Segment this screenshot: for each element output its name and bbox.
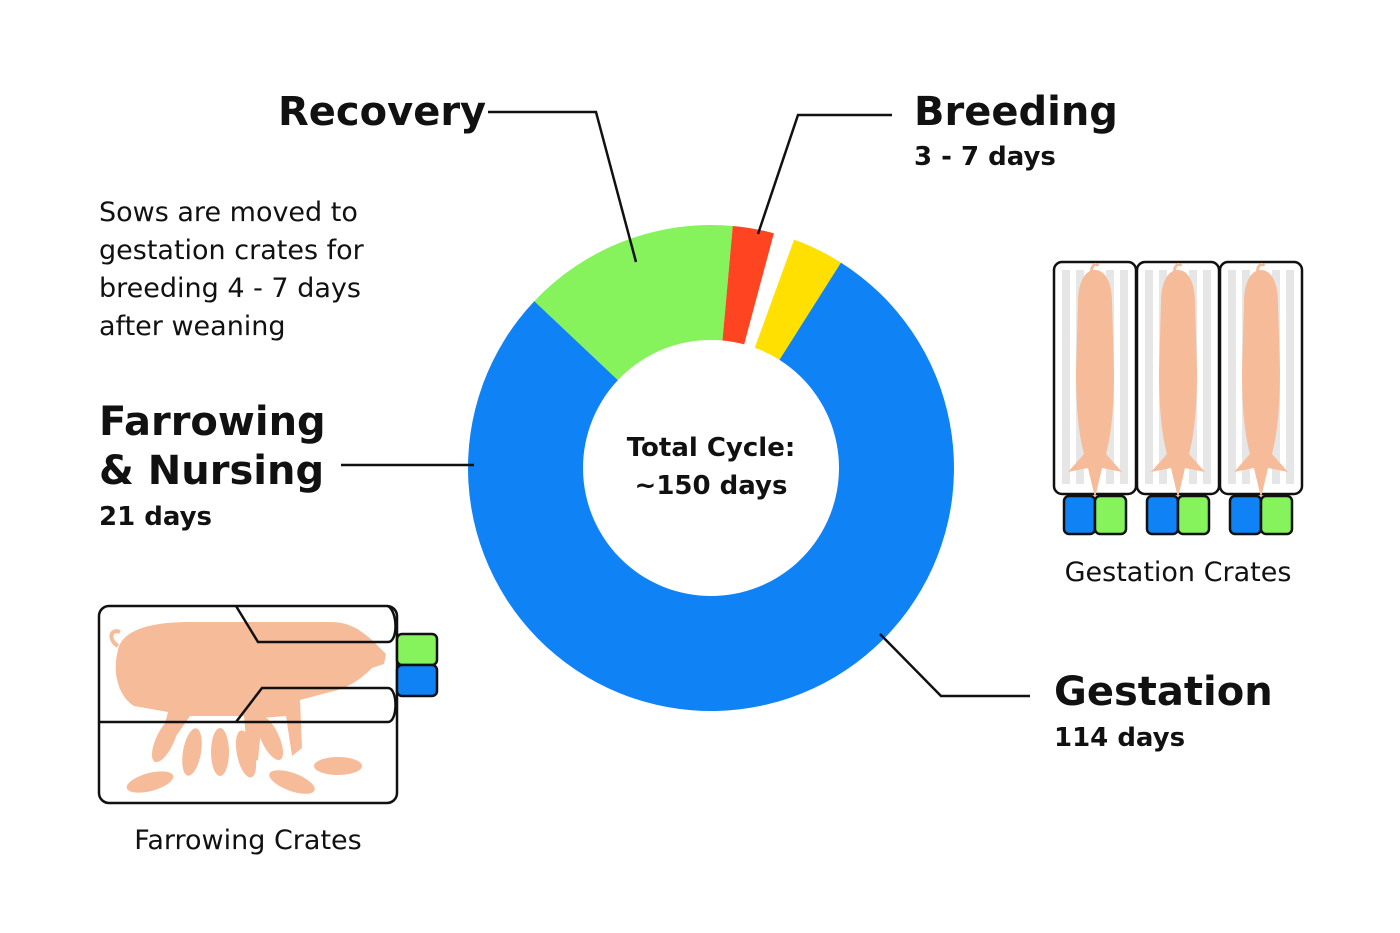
recovery-leader-line (488, 110, 638, 263)
farrowing-days: 21 days (99, 502, 213, 532)
gestation-days: 114 days (1054, 723, 1186, 753)
gestation-leader-line (879, 633, 1030, 698)
gestation-crate (1218, 260, 1304, 536)
feeder-icon (1062, 494, 1097, 536)
breeding-title: Breeding (914, 89, 1118, 135)
donut-center-line2: ~150 days (634, 471, 788, 501)
weaning-note: Sows are moved to gestation crates for b… (99, 197, 364, 342)
farrowing-title-line2: & Nursing (99, 448, 325, 494)
farrowing-crate-illustration (97, 604, 439, 805)
pig-topview-icon (1068, 270, 1122, 498)
pig-topview-icon (1234, 270, 1288, 498)
breeding-days: 3 - 7 days (914, 142, 1056, 172)
donut-segment-farrowing-nursing (534, 225, 733, 381)
gestation-crate (1135, 260, 1221, 536)
feeder-icon (1228, 494, 1263, 536)
donut-segment-breeding (754, 239, 841, 360)
feeder-icon (1145, 494, 1180, 536)
piglets-icon (126, 715, 362, 794)
waterer-icon (1093, 494, 1128, 536)
waterer-icon (395, 632, 439, 667)
waterer-icon (1259, 494, 1294, 536)
gestation-crates-caption: Gestation Crates (1064, 557, 1292, 588)
waterer-icon (1176, 494, 1211, 536)
recovery-title: Recovery (278, 89, 487, 135)
breeding-leader-line (756, 113, 892, 235)
donut-center-line1: Total Cycle: (626, 433, 796, 463)
donut-segment-recovery (722, 225, 774, 345)
pig-topview-icon (1151, 270, 1205, 498)
sow-icon (115, 622, 387, 764)
gestation-crates-illustration (1052, 260, 1304, 536)
farrowing-title-line1: Farrowing (99, 399, 326, 445)
farrowing-crates-caption: Farrowing Crates (134, 825, 362, 856)
cycle-donut (468, 225, 954, 711)
gestation-title: Gestation (1054, 669, 1273, 715)
feeder-icon (395, 663, 439, 698)
gestation-crate (1052, 260, 1138, 536)
donut-segment-gestation (468, 262, 954, 711)
